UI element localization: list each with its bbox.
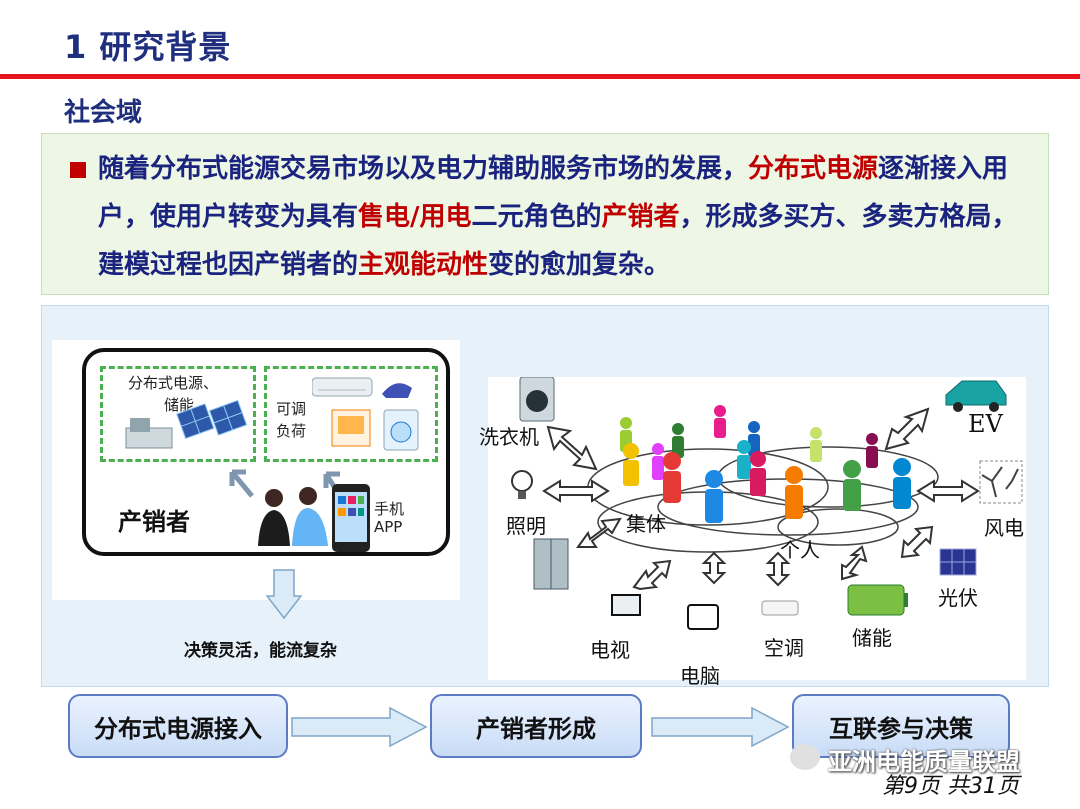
bullet-seg-highlight: 产销者 — [602, 202, 680, 232]
collective-label: 集体 — [626, 508, 666, 537]
dg-label: 分布式电源、 — [128, 372, 218, 394]
load-label: 可调 — [276, 398, 306, 420]
page-title: 1 研究背景 — [64, 22, 231, 68]
page-number: 第9页 共31页 — [882, 768, 1019, 800]
bullet-paragraph: 随着分布式能源交易市场以及电力辅助服务市场的发展，分布式电源逐渐接入用户，使用户… — [98, 145, 1038, 289]
phone-icon — [330, 482, 372, 554]
bullet-seg-highlight: 售电/用电 — [358, 202, 472, 232]
appliances-icon — [312, 376, 432, 458]
individual-label: 个人 — [780, 534, 820, 563]
bullet-marker — [70, 162, 86, 178]
computer-label: 电脑 — [680, 660, 720, 689]
ev-label: EV — [968, 410, 1003, 438]
bullet-seg-highlight: 分布式电源 — [748, 154, 878, 184]
title-divider — [0, 74, 1080, 79]
down-arrow-icon — [266, 568, 302, 620]
right-arrow-icon — [290, 706, 430, 748]
figure-caption: 决策灵活，能流复杂 — [184, 636, 337, 661]
tv-label: 电视 — [590, 634, 630, 663]
lighting-label: 照明 — [506, 510, 546, 539]
aircon-label: 空调 — [764, 632, 804, 661]
flow-step-2: 产销者形成 — [430, 694, 642, 758]
section-subtitle: 社会域 — [64, 92, 142, 129]
bullet-seg: 随着分布式能源交易市场以及电力辅助服务市场的发展， — [98, 154, 748, 184]
bullet-seg-highlight: 主观能动性 — [358, 250, 488, 280]
bullet-seg: 二元角色的 — [472, 202, 602, 232]
people-icon — [254, 486, 334, 548]
prosumer-label: 产销者 — [118, 502, 190, 537]
wind-label: 风电 — [984, 512, 1024, 541]
pv-label: 光伏 — [938, 582, 978, 611]
storage-device-label: 储能 — [852, 622, 892, 651]
bullet-seg: 变的愈加复杂。 — [488, 250, 670, 280]
washer-label: 洗衣机 — [479, 421, 539, 450]
right-arrow-icon — [650, 706, 792, 748]
app-label: APP — [374, 516, 402, 538]
solar-panels-icon — [118, 394, 250, 458]
network-diagram — [488, 377, 1026, 680]
wechat-icon — [790, 744, 820, 770]
load-label: 负荷 — [276, 420, 306, 442]
flow-step-1: 分布式电源接入 — [68, 694, 288, 758]
